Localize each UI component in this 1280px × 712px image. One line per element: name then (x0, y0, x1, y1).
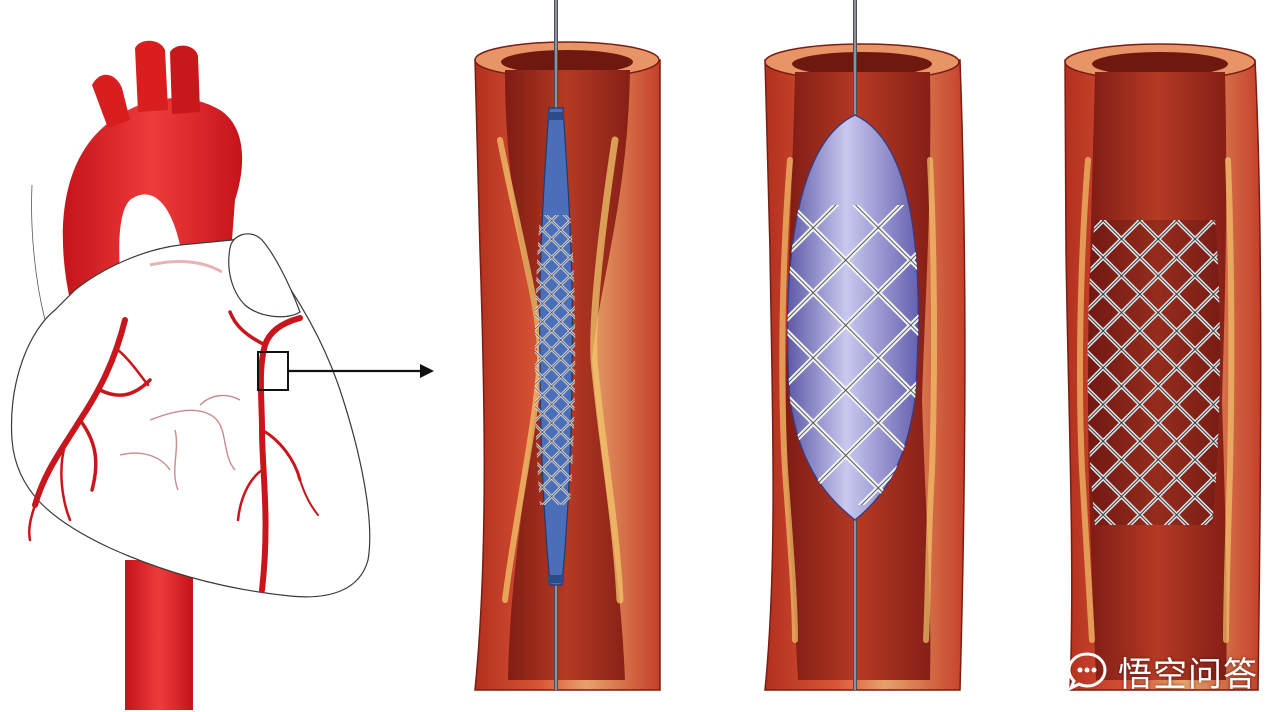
aortic-branch-2 (135, 40, 168, 112)
marker-band-bottom (548, 575, 564, 583)
minor-coronary-branches (119, 394, 241, 491)
speech-bubble-icon (1067, 652, 1107, 692)
marker-band-top (548, 112, 564, 120)
plaque-left (779, 157, 798, 643)
aortic-branch-3 (170, 45, 200, 115)
stage-3-vessel (1064, 43, 1262, 691)
expanded-stent (787, 205, 919, 505)
aortic-arch (62, 98, 243, 320)
atrial-appendage (228, 233, 301, 318)
coronary-arteries (27, 310, 319, 593)
stage-2-vessel (764, 0, 966, 691)
descending-aorta (125, 560, 193, 710)
plaque-right (590, 136, 624, 604)
plaque-right (923, 157, 938, 643)
plaque-left (1077, 157, 1095, 643)
pulmonary-trunk-outline (149, 259, 223, 274)
aortic-branch-1 (92, 74, 130, 128)
faint-outline-left (31, 184, 46, 321)
heart-outline (10, 237, 371, 598)
plaque-right (1223, 157, 1235, 643)
heart-panel (10, 40, 434, 710)
stage-1-vessel (474, 0, 661, 691)
watermark-text: 悟空问答 (1118, 654, 1258, 695)
crimped-stent (534, 215, 576, 505)
callout-arrow (288, 364, 434, 378)
deployed-stent (1087, 220, 1220, 525)
watermark: 悟空问答 (1064, 648, 1258, 695)
